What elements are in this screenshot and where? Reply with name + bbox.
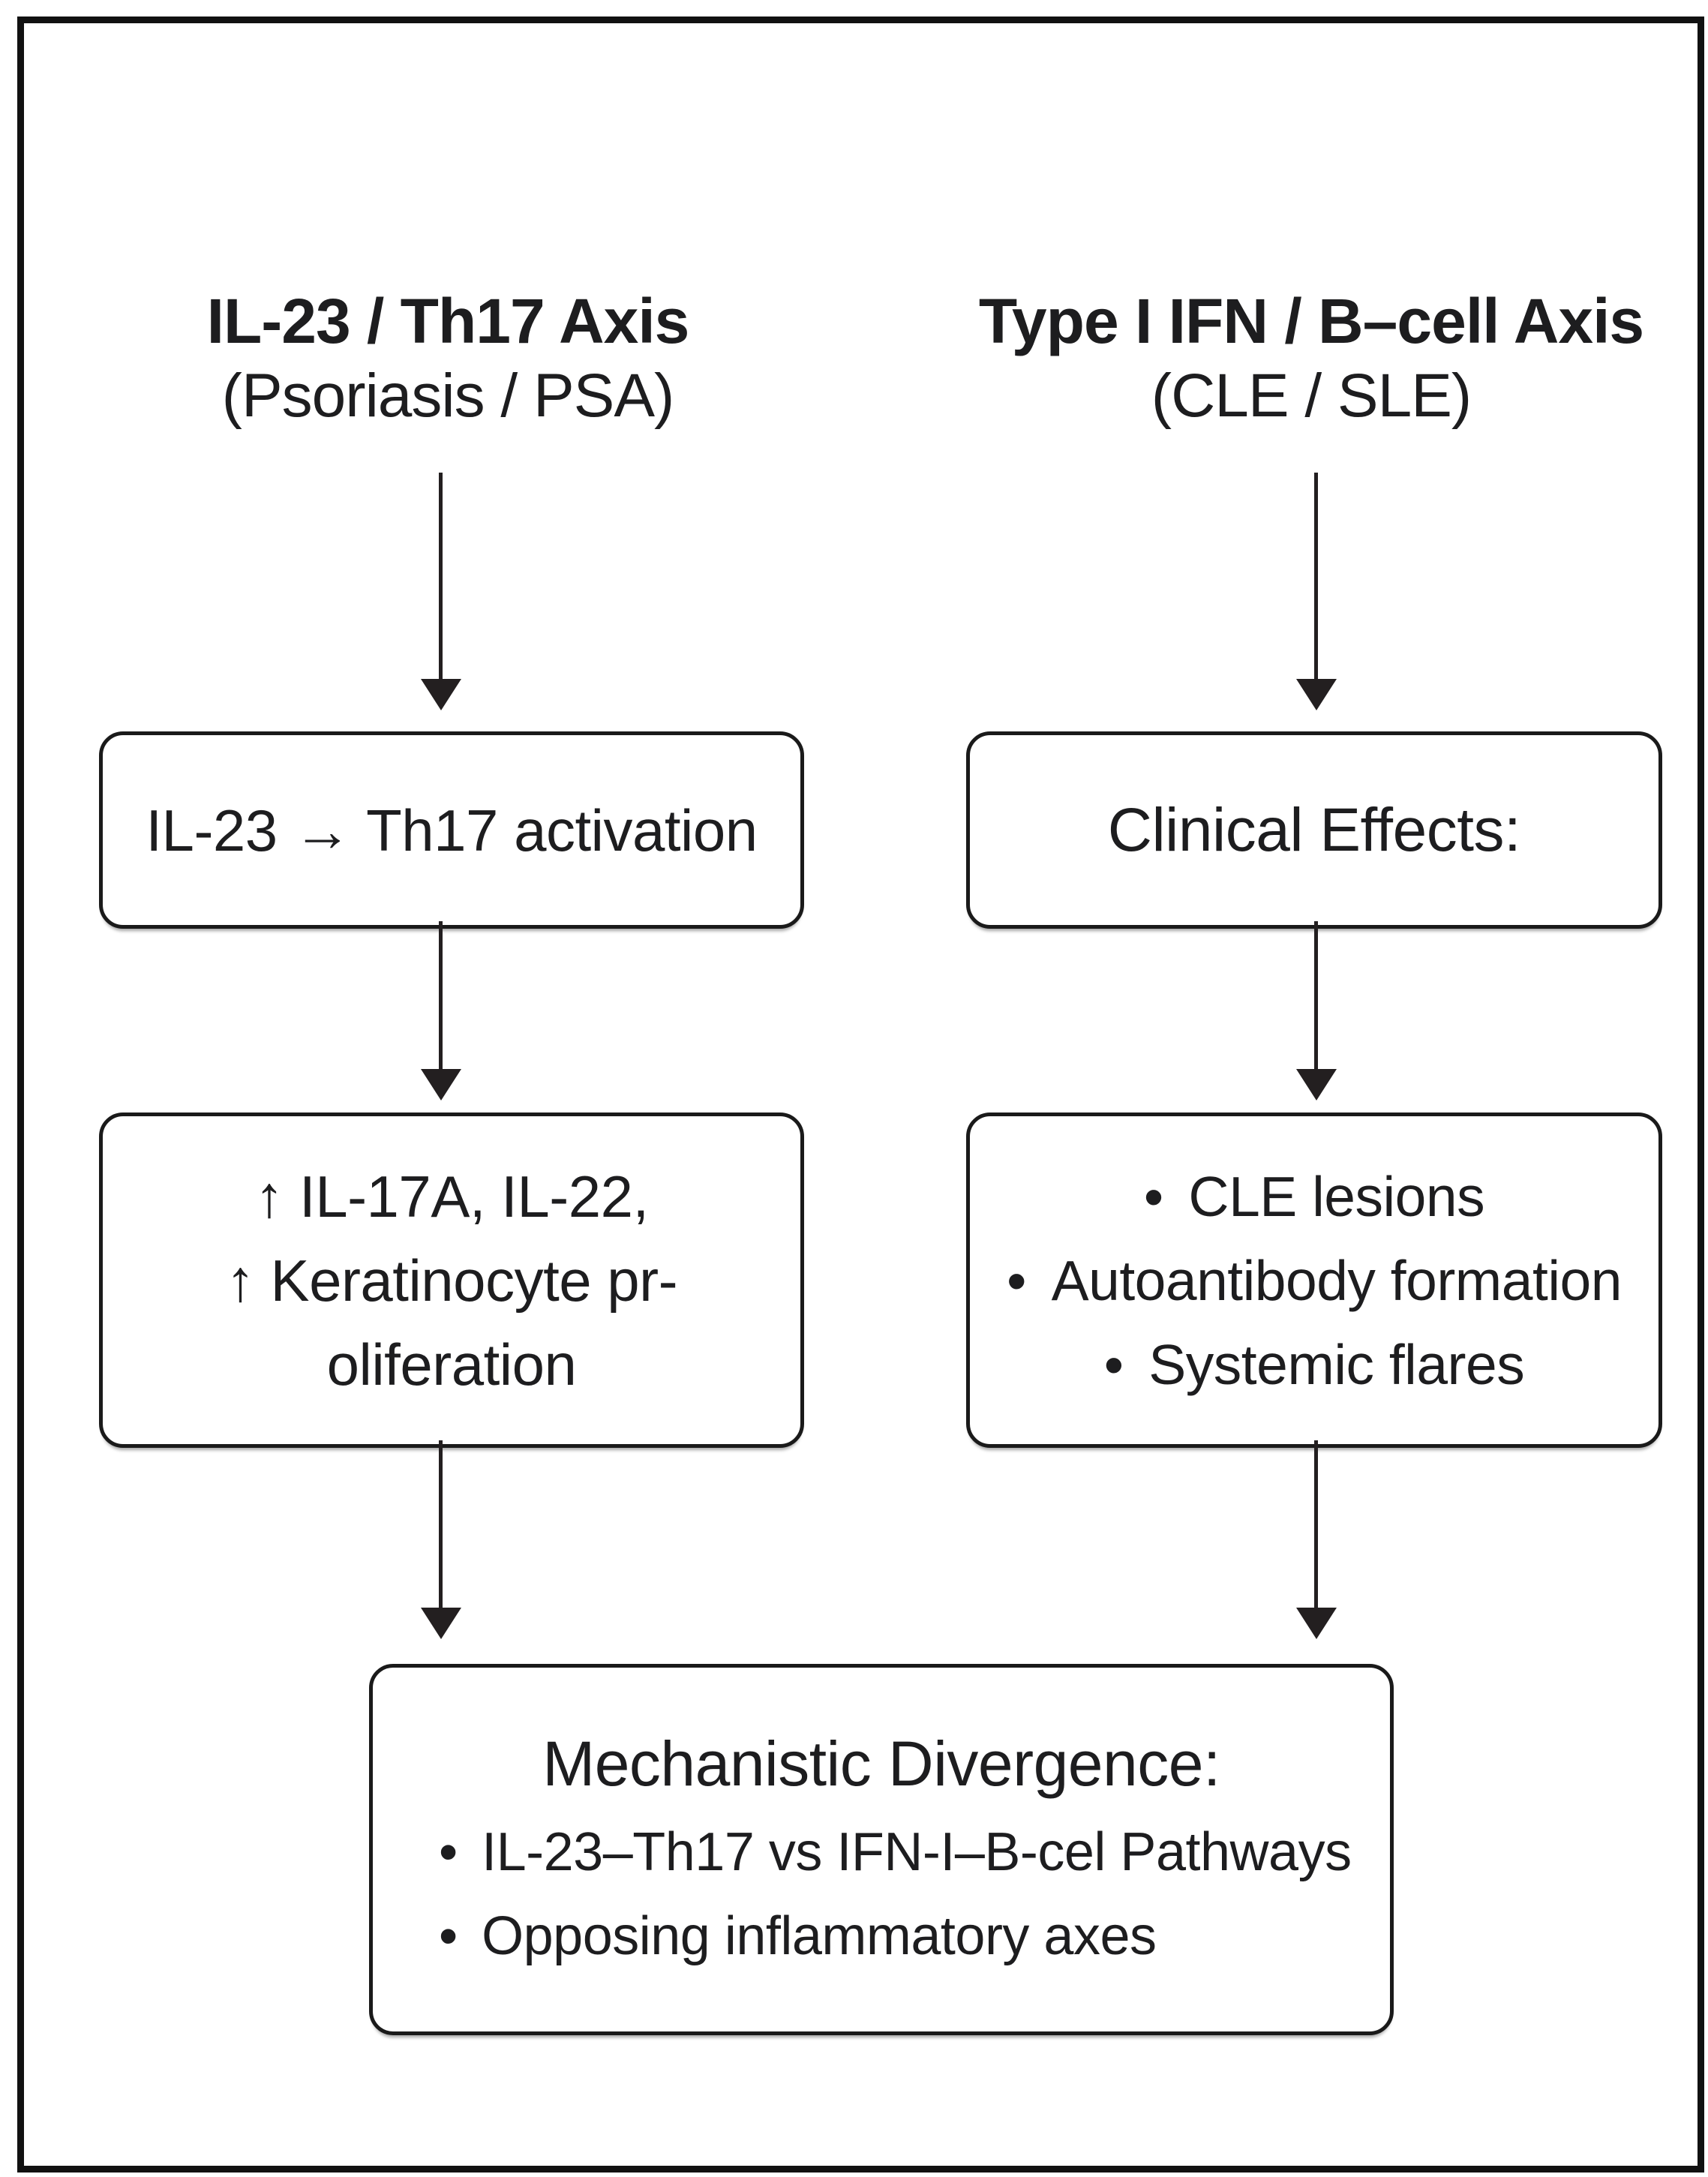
merge-box-bullet-list: • IL-23–Th17 vs IFN-I–B-cel Pathways • Opp… <box>373 1810 1352 1978</box>
bullet-icon: • <box>439 1905 458 1966</box>
flow-arrow-right-1 <box>1296 473 1337 710</box>
arrow-shaft <box>439 1440 443 1609</box>
arrow-shaft <box>1314 921 1318 1070</box>
right-column-header: Type I IFN / B–cell Axis (CLE / SLE) <box>953 284 1670 434</box>
arrow-down-icon <box>1296 1069 1337 1101</box>
right-box2-bullet-3: • Systemic flares <box>1103 1323 1525 1407</box>
outer-border-frame <box>17 17 1704 2172</box>
bullet-icon: • <box>1007 1248 1026 1312</box>
left-header-title: IL-23 / Th17 Axis <box>206 286 690 356</box>
arrow-shaft <box>1314 1440 1318 1609</box>
bullet-text: Opposing inflammatory axes <box>482 1905 1157 1966</box>
flow-arrow-right-3 <box>1296 1440 1337 1639</box>
arrow-shaft <box>1314 473 1318 680</box>
right-box-effects-list: • CLE lesions • Autoantibody formation • Sy… <box>966 1113 1662 1448</box>
flow-arrow-left-1 <box>421 473 461 710</box>
merge-box-title: Mechanistic Divergence: <box>542 1728 1220 1799</box>
arrow-down-icon <box>421 1608 461 1639</box>
arrow-down-icon <box>421 1069 461 1101</box>
bullet-icon: • <box>1103 1332 1124 1396</box>
arrow-down-icon <box>421 679 461 710</box>
flow-arrow-right-2 <box>1296 921 1337 1101</box>
right-box2-bullet-1: • CLE lesions <box>1143 1155 1485 1239</box>
bullet-icon: • <box>1143 1164 1163 1228</box>
bullet-text: IL-23–Th17 vs IFN-I–B-cel Pathways <box>482 1821 1352 1882</box>
right-box1-text: Clinical Effects: <box>1107 795 1521 864</box>
right-box2-bullet-2: • Autoantibody formation <box>1007 1239 1622 1323</box>
right-box-clinical-effects: Clinical Effects: <box>966 731 1662 929</box>
right-header-title: Type I IFN / B–cell Axis <box>978 286 1644 356</box>
left-box2-line-3: oliferation <box>326 1331 577 1398</box>
left-box-activation: IL-23 → Th17 activation <box>99 731 804 929</box>
merge-box-bullet-1: • IL-23–Th17 vs IFN-I–B-cel Pathways <box>439 1810 1352 1894</box>
left-box2-line-2: ↑ Keratinocyte pr- <box>225 1247 678 1314</box>
flow-arrow-left-3 <box>421 1440 461 1639</box>
arrow-shaft <box>439 473 443 680</box>
arrow-down-icon <box>1296 1608 1337 1639</box>
left-box2-line-1: ↑ IL-17A, IL-22, <box>254 1163 649 1230</box>
flow-arrow-left-2 <box>421 921 461 1101</box>
right-header-subtitle: (CLE / SLE) <box>1151 362 1472 430</box>
arrow-down-icon <box>1296 679 1337 710</box>
merge-box-bullet-2: • Opposing inflammatory axes <box>439 1894 1352 1978</box>
left-box-cytokines: ↑ IL-17A, IL-22, ↑ Keratinocyte pr- olif… <box>99 1113 804 1448</box>
left-box1-text: IL-23 → Th17 activation <box>146 797 758 863</box>
bullet-icon: • <box>439 1821 458 1882</box>
arrow-shaft <box>439 921 443 1070</box>
bullet-text: Autoantibody formation <box>1051 1248 1622 1312</box>
merge-box-mechanistic-divergence: Mechanistic Divergence: • IL-23–Th17 vs I… <box>369 1664 1394 2035</box>
left-column-header: IL-23 / Th17 Axis (Psoriasis / PSA) <box>84 284 812 434</box>
left-header-subtitle: (Psoriasis / PSA) <box>221 362 675 430</box>
bullet-text: Systemic flares <box>1148 1332 1525 1396</box>
bullet-text: CLE lesions <box>1188 1164 1485 1228</box>
